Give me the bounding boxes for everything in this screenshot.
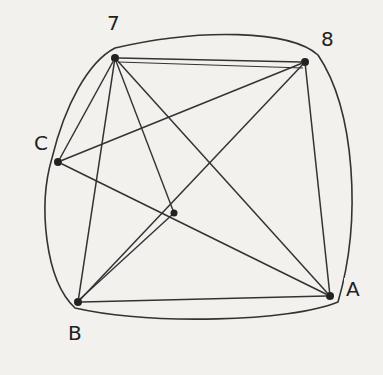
segment-line	[79, 62, 115, 298]
outer-circle	[45, 34, 352, 319]
segment-line	[305, 66, 329, 292]
vertex-label: 8	[319, 28, 336, 50]
vertex-point	[54, 158, 62, 166]
segment-line	[119, 58, 301, 62]
vertex-point	[301, 58, 309, 66]
vertex-point	[111, 54, 119, 62]
segment-line	[62, 164, 327, 294]
inner-line	[116, 61, 174, 213]
segment-line	[81, 65, 303, 299]
vertex-label: B	[66, 322, 84, 344]
vertex-label: A	[344, 278, 362, 300]
inner-point	[171, 210, 178, 217]
double-line	[118, 62, 303, 68]
segment-line	[62, 64, 302, 161]
segment-line	[60, 62, 113, 159]
vertex-label: 7	[105, 12, 122, 34]
vertex-point	[326, 292, 334, 300]
vertex-label: C	[32, 132, 50, 154]
segment-line	[82, 296, 326, 302]
vertex-point	[74, 298, 82, 306]
